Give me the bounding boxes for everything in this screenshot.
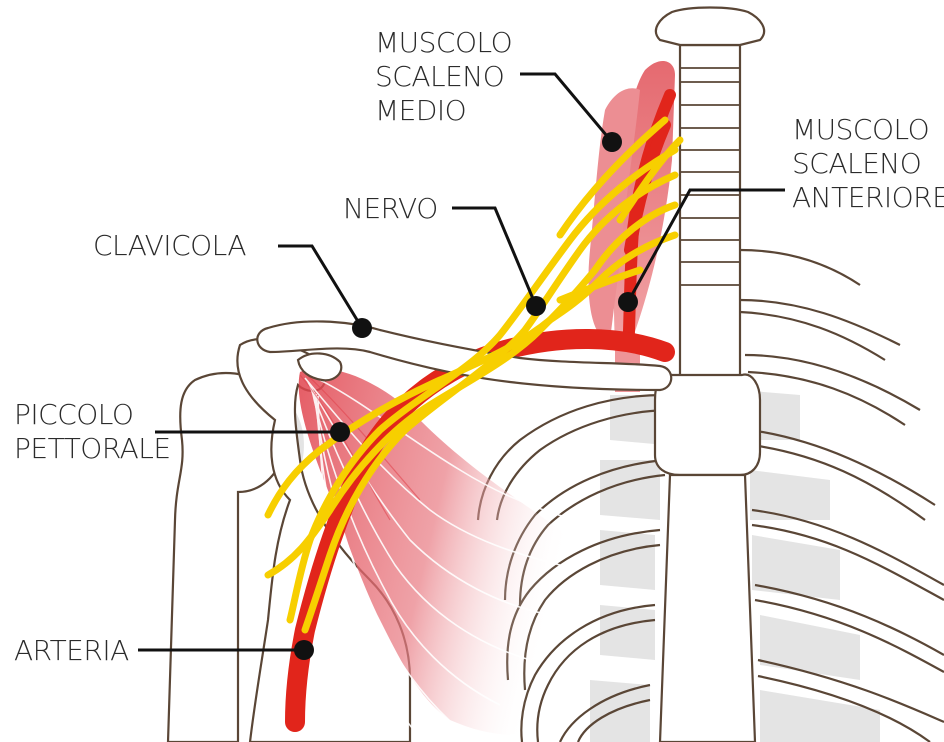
dot-scaleno-anteriore: [618, 292, 638, 312]
svg-text:PETTORALE: PETTORALE: [14, 432, 171, 465]
dot-arteria: [294, 640, 314, 660]
svg-text:MUSCOLO: MUSCOLO: [375, 26, 512, 59]
label-clavicola: CLAVICOLA: [93, 229, 246, 262]
dot-scaleno-medio: [602, 132, 622, 152]
dot-clavicola: [352, 318, 372, 338]
pointer-clavicola: [278, 246, 362, 328]
sternum: [655, 375, 760, 742]
pointer-nervo: [452, 208, 536, 306]
label-arteria: ARTERIA: [14, 634, 129, 667]
spine: [656, 8, 764, 381]
svg-text:MUSCOLO: MUSCOLO: [792, 113, 929, 146]
label-piccolo-pettorale: PICCOLO PETTORALE: [14, 398, 171, 465]
svg-text:PICCOLO: PICCOLO: [14, 398, 133, 431]
label-scaleno-medio: MUSCOLO SCALENO MEDIO: [375, 26, 512, 127]
svg-text:SCALENO: SCALENO: [792, 147, 921, 180]
dot-piccolo-pettorale: [330, 422, 350, 442]
svg-text:SCALENO: SCALENO: [375, 60, 504, 93]
label-scaleno-anteriore: MUSCOLO SCALENO ANTERIORE: [792, 113, 944, 214]
label-nervo: NERVO: [343, 192, 438, 225]
dot-nervo: [526, 296, 546, 316]
svg-text:ANTERIORE: ANTERIORE: [792, 181, 944, 214]
pointer-scaleno-medio: [520, 74, 612, 142]
svg-text:MEDIO: MEDIO: [375, 94, 466, 127]
